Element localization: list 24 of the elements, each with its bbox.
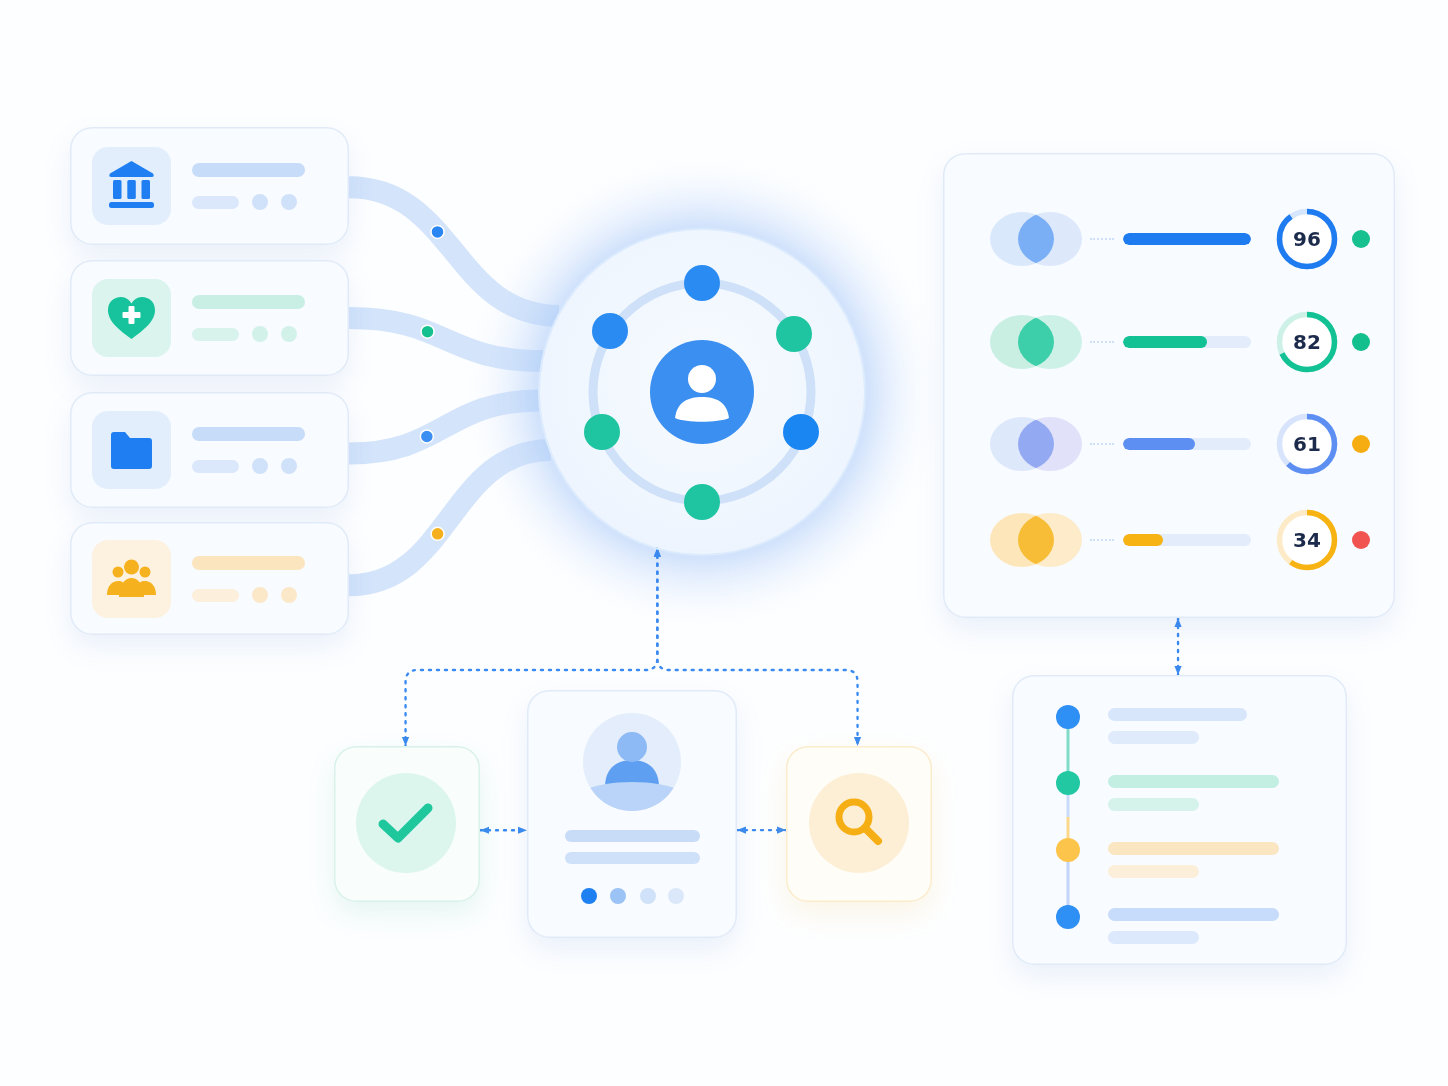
info-card <box>70 392 349 508</box>
info-card <box>70 127 349 245</box>
score-ring <box>1276 311 1338 373</box>
check-card <box>334 746 480 902</box>
connector-band <box>348 307 544 373</box>
score-value: 34 <box>1293 529 1321 551</box>
score-value: 96 <box>1293 228 1321 250</box>
dotted-arrow <box>478 826 529 834</box>
score-panel <box>943 153 1395 618</box>
profile-card <box>527 690 737 938</box>
score-value: 82 <box>1293 331 1321 353</box>
dotted-arrow <box>1174 616 1182 677</box>
score-ring <box>1276 208 1338 270</box>
search-card <box>786 746 932 902</box>
info-card <box>70 260 349 376</box>
dotted-arrow <box>735 826 788 834</box>
score-ring <box>1276 413 1338 475</box>
connector-band <box>348 389 541 465</box>
info-card <box>70 522 349 635</box>
timeline-panel <box>1012 675 1347 965</box>
score-value: 61 <box>1293 433 1321 455</box>
connector-band <box>347 176 561 327</box>
score-ring <box>1276 509 1338 571</box>
connector-band <box>347 439 552 597</box>
